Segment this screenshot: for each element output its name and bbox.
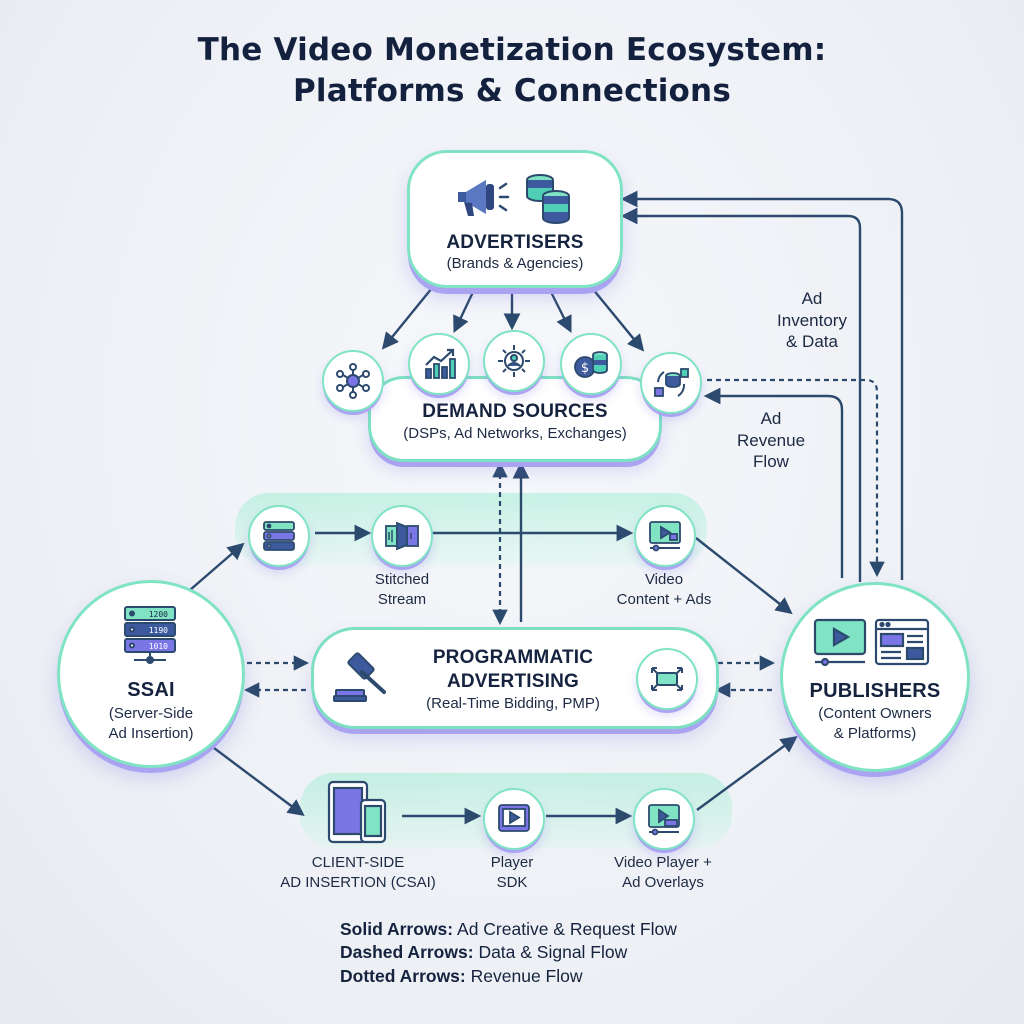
csai-label: CLIENT-SIDE AD INSERTION (CSAI) bbox=[266, 853, 450, 892]
csai-label-line-2: AD INSERTION (CSAI) bbox=[280, 873, 436, 891]
sdk-label-line-2: SDK bbox=[496, 873, 528, 891]
title-line-1: The Video Monetization Ecosystem: bbox=[197, 32, 827, 68]
money-coins-icon: $ bbox=[560, 333, 622, 395]
video-content-icon bbox=[634, 505, 696, 567]
inventory-label-line-3: & Data bbox=[786, 332, 838, 352]
network-hub-icon bbox=[322, 350, 384, 412]
ad-server-icon bbox=[248, 505, 310, 567]
legend-solid: Solid Arrows: Ad Creative & Request Flow bbox=[340, 918, 677, 941]
player-sdk-label: Player SDK bbox=[472, 853, 552, 892]
stream-stitch-icon bbox=[371, 505, 433, 567]
advertisers-sublabel: (Brands & Agencies) bbox=[446, 255, 584, 272]
legend-dotted: Dotted Arrows: Revenue Flow bbox=[340, 965, 677, 988]
arrow-adv-to-sync bbox=[591, 287, 645, 352]
svg-text:$: $ bbox=[581, 361, 589, 376]
ssai-label: SSAI bbox=[127, 679, 175, 701]
coin-stack-icon bbox=[526, 174, 570, 224]
arrow-overlay-to-pub bbox=[696, 736, 798, 811]
legend-dashed-key: Dashed Arrows: bbox=[340, 942, 474, 963]
data-sync-icon bbox=[640, 352, 702, 414]
video-player-overlay-icon bbox=[633, 788, 695, 850]
publishers-node bbox=[780, 582, 970, 772]
publishers-icons bbox=[813, 618, 930, 667]
web-layout-icon bbox=[874, 618, 930, 666]
programmatic-label-line-2: ADVERTISING bbox=[446, 671, 580, 692]
ssai-sub-line-2: Ad Insertion) bbox=[108, 724, 194, 742]
ssai-sublabel: (Server-Side Ad Insertion) bbox=[60, 704, 242, 743]
server-stack-icon: 1200 1190 1010 bbox=[124, 606, 176, 664]
arrow-pub-data-to-adv bbox=[620, 207, 862, 582]
legend-dotted-value: Revenue Flow bbox=[470, 965, 583, 986]
demand-sources-label: DEMAND SOURCES bbox=[422, 401, 608, 422]
legend-dashed: Dashed Arrows: Data & Signal Flow bbox=[340, 941, 677, 964]
video-label-line-1: Video bbox=[644, 571, 684, 588]
legend-solid-value: Ad Creative & Request Flow bbox=[457, 919, 677, 939]
arrow-pub-inventory-to-adv bbox=[620, 190, 904, 580]
video-player-overlays-label: Video Player + Ad Overlays bbox=[598, 853, 728, 892]
arrow-adv-to-network bbox=[381, 287, 433, 350]
revenue-label-line-1: Ad bbox=[760, 409, 782, 428]
arrow-video-to-pub bbox=[695, 537, 793, 615]
ssai-icon-label-2: 1190 bbox=[149, 626, 168, 635]
publishers-sub-line-1: (Content Owners bbox=[818, 705, 932, 722]
legend-dashed-value: Data & Signal Flow bbox=[478, 942, 628, 963]
diagram-title: The Video Monetization Ecosystem: Platfo… bbox=[0, 30, 1024, 112]
stitched-label-line-1: Stitched bbox=[374, 571, 430, 588]
arrow-adv-to-chart bbox=[453, 291, 475, 334]
video-monitor-icon bbox=[813, 618, 867, 667]
advertisers-label: ADVERTISERS bbox=[446, 232, 584, 253]
overlay-label-line-2: Ad Overlays bbox=[622, 873, 704, 891]
programmatic-sublabel: (Real-Time Bidding, PMP) bbox=[426, 695, 600, 712]
user-targeting-icon bbox=[483, 330, 545, 392]
sdk-label-line-1: Player bbox=[490, 854, 534, 871]
title-line-2: Platforms & Connections bbox=[293, 73, 731, 110]
revenue-label-line-3: Flow bbox=[753, 452, 789, 472]
growth-chart-icon bbox=[408, 333, 470, 395]
advertisers-box bbox=[407, 150, 623, 288]
video-content-ads-label: Video Content + Ads bbox=[603, 570, 725, 609]
revenue-label-line-2: Revenue bbox=[736, 430, 806, 450]
inventory-label-line-1: Ad bbox=[801, 289, 823, 308]
legend-solid-key: Solid Arrows: bbox=[340, 919, 454, 939]
stitched-stream-label: Stitched Stream bbox=[352, 570, 452, 609]
ssai-icon-label-3: 1010 bbox=[149, 642, 168, 651]
legend: Solid Arrows: Ad Creative & Request Flow… bbox=[340, 918, 677, 988]
programmatic-label-line-1: PROGRAMMATIC bbox=[432, 647, 594, 668]
demand-sources-sublabel: (DSPs, Ad Networks, Exchanges) bbox=[403, 425, 627, 442]
exchange-arrows-icon bbox=[636, 648, 698, 710]
publishers-sublabel: (Content Owners & Platforms) bbox=[780, 704, 970, 743]
ssai-icon-label-1: 1200 bbox=[149, 610, 168, 619]
stitched-label-line-2: Stream bbox=[377, 590, 427, 608]
publishers-label: PUBLISHERS bbox=[809, 680, 941, 702]
legend-dotted-key: Dotted Arrows: bbox=[340, 965, 466, 986]
ssai-sub-line-1: (Server-Side bbox=[108, 705, 194, 722]
arrow-ssai-to-csai bbox=[205, 741, 305, 817]
inventory-data-label: Ad Inventory & Data bbox=[768, 288, 856, 353]
inventory-label-line-2: Inventory bbox=[777, 310, 847, 330]
megaphone-icon bbox=[458, 180, 510, 216]
gavel-icon bbox=[333, 652, 386, 702]
overlay-label-line-1: Video Player + bbox=[614, 854, 712, 871]
arrow-pub-revenue-to-demand bbox=[703, 387, 844, 578]
arrow-adv-to-coins bbox=[549, 291, 572, 334]
advertisers-icons bbox=[458, 174, 570, 224]
csai-label-line-1: CLIENT-SIDE bbox=[311, 854, 405, 871]
revenue-flow-label: Ad Revenue Flow bbox=[728, 408, 814, 473]
publishers-sub-line-2: & Platforms) bbox=[833, 724, 917, 742]
player-sdk-icon bbox=[483, 788, 545, 850]
tablet-phone-icon bbox=[327, 780, 387, 844]
arrow-ssai-to-adserver bbox=[189, 542, 245, 591]
video-label-line-2: Content + Ads bbox=[616, 590, 712, 608]
